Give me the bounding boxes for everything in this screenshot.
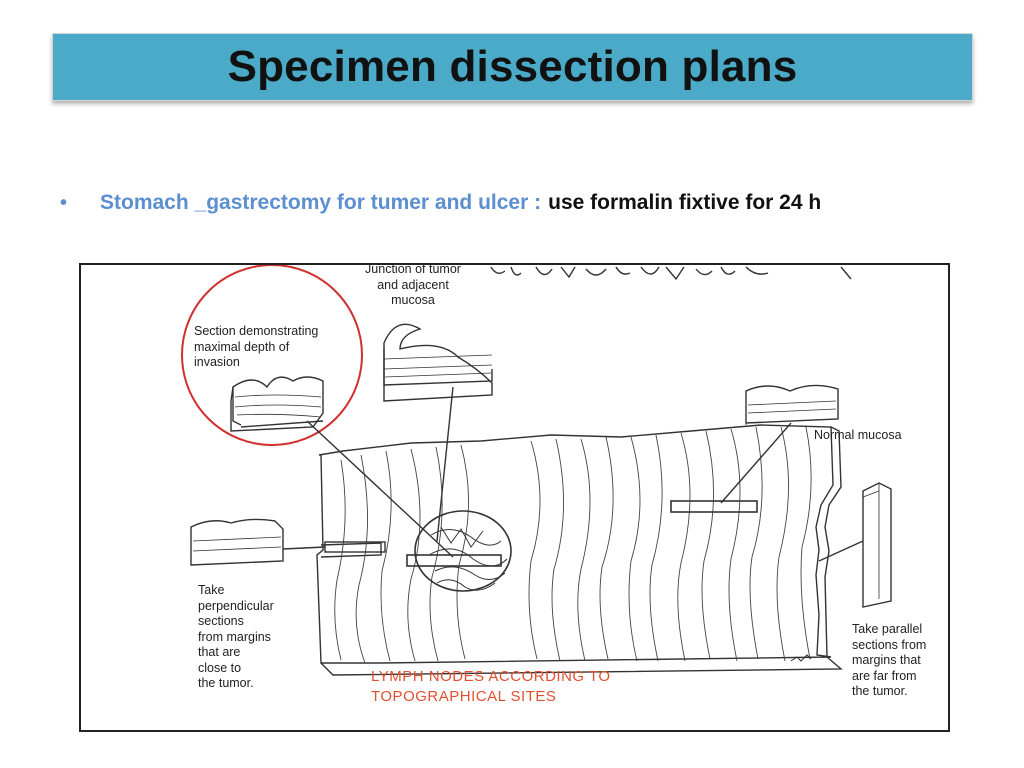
normal-mucosa-block bbox=[745, 384, 839, 424]
specimen-outline bbox=[316, 424, 834, 664]
junction-block bbox=[383, 323, 493, 402]
parallel-block bbox=[862, 482, 892, 608]
pointer-junction bbox=[436, 386, 454, 542]
page-title: Specimen dissection plans bbox=[227, 42, 798, 91]
pointer-parallel bbox=[818, 540, 864, 562]
dissection-diagram: Junction of tumor and adjacent mucosa Se… bbox=[79, 263, 950, 732]
signature-mark bbox=[790, 654, 812, 662]
bullet-rest-text: use formalin fixtive for 24 h bbox=[548, 191, 822, 214]
margin-block bbox=[190, 518, 284, 566]
bullet-lead-text: Stomach _gastrectomy for tumer and ulcer… bbox=[100, 191, 542, 214]
label-normal-mucosa: Normal mucosa bbox=[814, 428, 902, 442]
pointer-normal bbox=[720, 422, 792, 504]
specimen-right-edge bbox=[824, 426, 842, 658]
label-perpendicular: Take perpendicular sections from margins… bbox=[198, 583, 274, 690]
normal-section-rect bbox=[670, 500, 758, 513]
diagram-drawing bbox=[181, 265, 892, 676]
tumor-section-rect bbox=[406, 554, 502, 567]
max-depth-circle bbox=[181, 265, 363, 446]
max-depth-block bbox=[230, 376, 324, 432]
vessel-sketch bbox=[490, 266, 852, 281]
pointer-max-depth bbox=[306, 420, 454, 558]
label-lymph-nodes: LYMPH NODES ACCORDING TO TOPOGRAPHICAL S… bbox=[371, 668, 611, 705]
pointer-margin bbox=[282, 546, 326, 550]
bullet-marker: • bbox=[60, 191, 68, 214]
bullet-item: • Stomach _gastrectomy for tumer and ulc… bbox=[60, 188, 821, 218]
specimen-bottom-edge bbox=[320, 656, 843, 676]
label-parallel: Take parallel sections from margins that… bbox=[852, 622, 927, 698]
title-bar: Specimen dissection plans bbox=[52, 33, 973, 101]
label-junction: Junction of tumor and adjacent mucosa bbox=[365, 263, 461, 307]
label-max-depth: Section demonstrating maximal depth of i… bbox=[194, 324, 319, 369]
cut-notch bbox=[320, 542, 382, 558]
tumor-region bbox=[414, 510, 512, 592]
